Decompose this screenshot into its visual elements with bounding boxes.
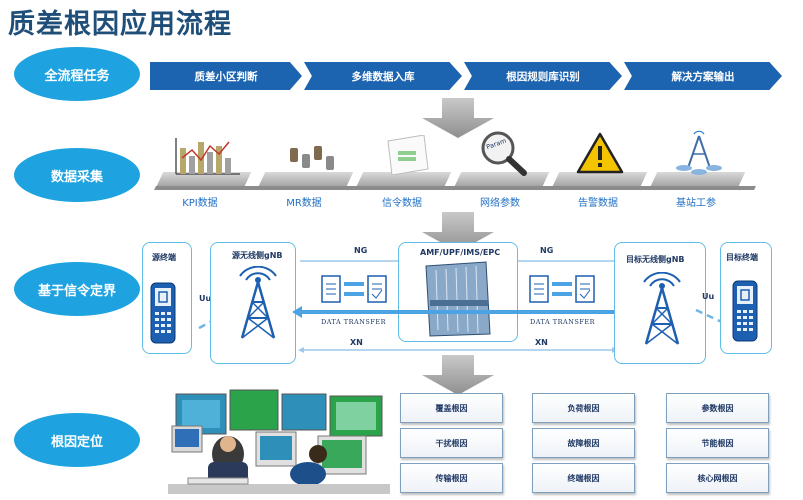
row-label-collect: 数据采集 xyxy=(14,148,140,202)
uu-label-right: Uu xyxy=(702,292,715,301)
ng-label-left: NG xyxy=(354,246,368,255)
process-step-4: 解决方案输出 xyxy=(624,62,782,90)
process-step-1: 质差小区判断 xyxy=(150,62,302,90)
process-step-3: 根因规则库识别 xyxy=(464,62,622,90)
xn-line xyxy=(298,347,618,353)
cause-core-network: 核心网根因 xyxy=(666,463,769,493)
magnifier-icon xyxy=(481,131,527,176)
data-source-kpi: KPI数据 xyxy=(182,198,218,209)
data-source-mr: MR数据 xyxy=(286,198,322,209)
cause-parameter: 参数根因 xyxy=(666,393,769,423)
cause-interference: 干扰根因 xyxy=(400,428,503,458)
source-gnb-label: 源无线侧gNB xyxy=(232,251,283,260)
shelf xyxy=(552,172,648,186)
warning-icon xyxy=(576,132,624,174)
operations-center-illustration xyxy=(168,389,390,494)
page-title: 质差根因应用流程 xyxy=(8,9,232,40)
down-arrow-icon xyxy=(422,355,494,395)
uu-label-left: Uu xyxy=(199,294,212,303)
down-arrow-icon xyxy=(422,98,494,138)
target-ue-label: 目标终端 xyxy=(726,253,758,262)
ng-line-right xyxy=(518,260,614,262)
cause-terminal: 终端根因 xyxy=(532,463,635,493)
data-transfer-label-right: DATA TRANSFER xyxy=(530,318,596,326)
air-link-icon xyxy=(198,308,234,330)
shelf-base xyxy=(154,186,756,190)
ng-label-right: NG xyxy=(540,246,554,255)
phone-icon xyxy=(732,280,758,342)
target-gnb-frame xyxy=(614,242,706,364)
mr-devices-icon xyxy=(290,146,334,170)
data-source-params: 网络参数 xyxy=(480,198,520,209)
cause-load: 负荷根因 xyxy=(532,393,635,423)
cause-energy-saving: 节能根因 xyxy=(666,428,769,458)
data-source-signaling: 信令数据 xyxy=(382,198,422,209)
phone-icon xyxy=(150,282,176,344)
cause-transmission: 传输根因 xyxy=(400,463,503,493)
row-label-task: 全流程任务 xyxy=(14,47,140,101)
target-gnb-label: 目标无线侧gNB xyxy=(626,255,685,264)
row-label-locate: 根因定位 xyxy=(14,413,140,467)
kpi-chart-icon xyxy=(175,138,240,175)
data-source-site: 基站工参 xyxy=(676,198,716,209)
source-ue-label: 源终端 xyxy=(152,253,176,262)
process-step-2: 多维数据入库 xyxy=(304,62,462,90)
cause-coverage: 覆盖根因 xyxy=(400,393,503,423)
shelf xyxy=(258,172,354,186)
core-server-icon xyxy=(425,261,491,337)
data-transfer-icon xyxy=(321,275,387,303)
antenna-tower-icon xyxy=(643,272,681,345)
data-transfer-icon xyxy=(529,275,595,303)
core-label: AMF/UPF/IMS/EPC xyxy=(420,248,501,257)
row-label-signaling: 基于信令定界 xyxy=(14,262,140,316)
ng-line-left xyxy=(300,260,400,262)
base-station-icon xyxy=(676,130,722,175)
data-transfer-label-left: DATA TRANSFER xyxy=(321,318,387,326)
xn-label-right: XN xyxy=(535,338,548,347)
xn-label-left: XN xyxy=(350,338,363,347)
data-source-alarm: 告警数据 xyxy=(578,198,618,209)
cause-fault: 故障根因 xyxy=(532,428,635,458)
antenna-tower-icon xyxy=(239,266,277,339)
signaling-document-icon xyxy=(387,135,429,175)
